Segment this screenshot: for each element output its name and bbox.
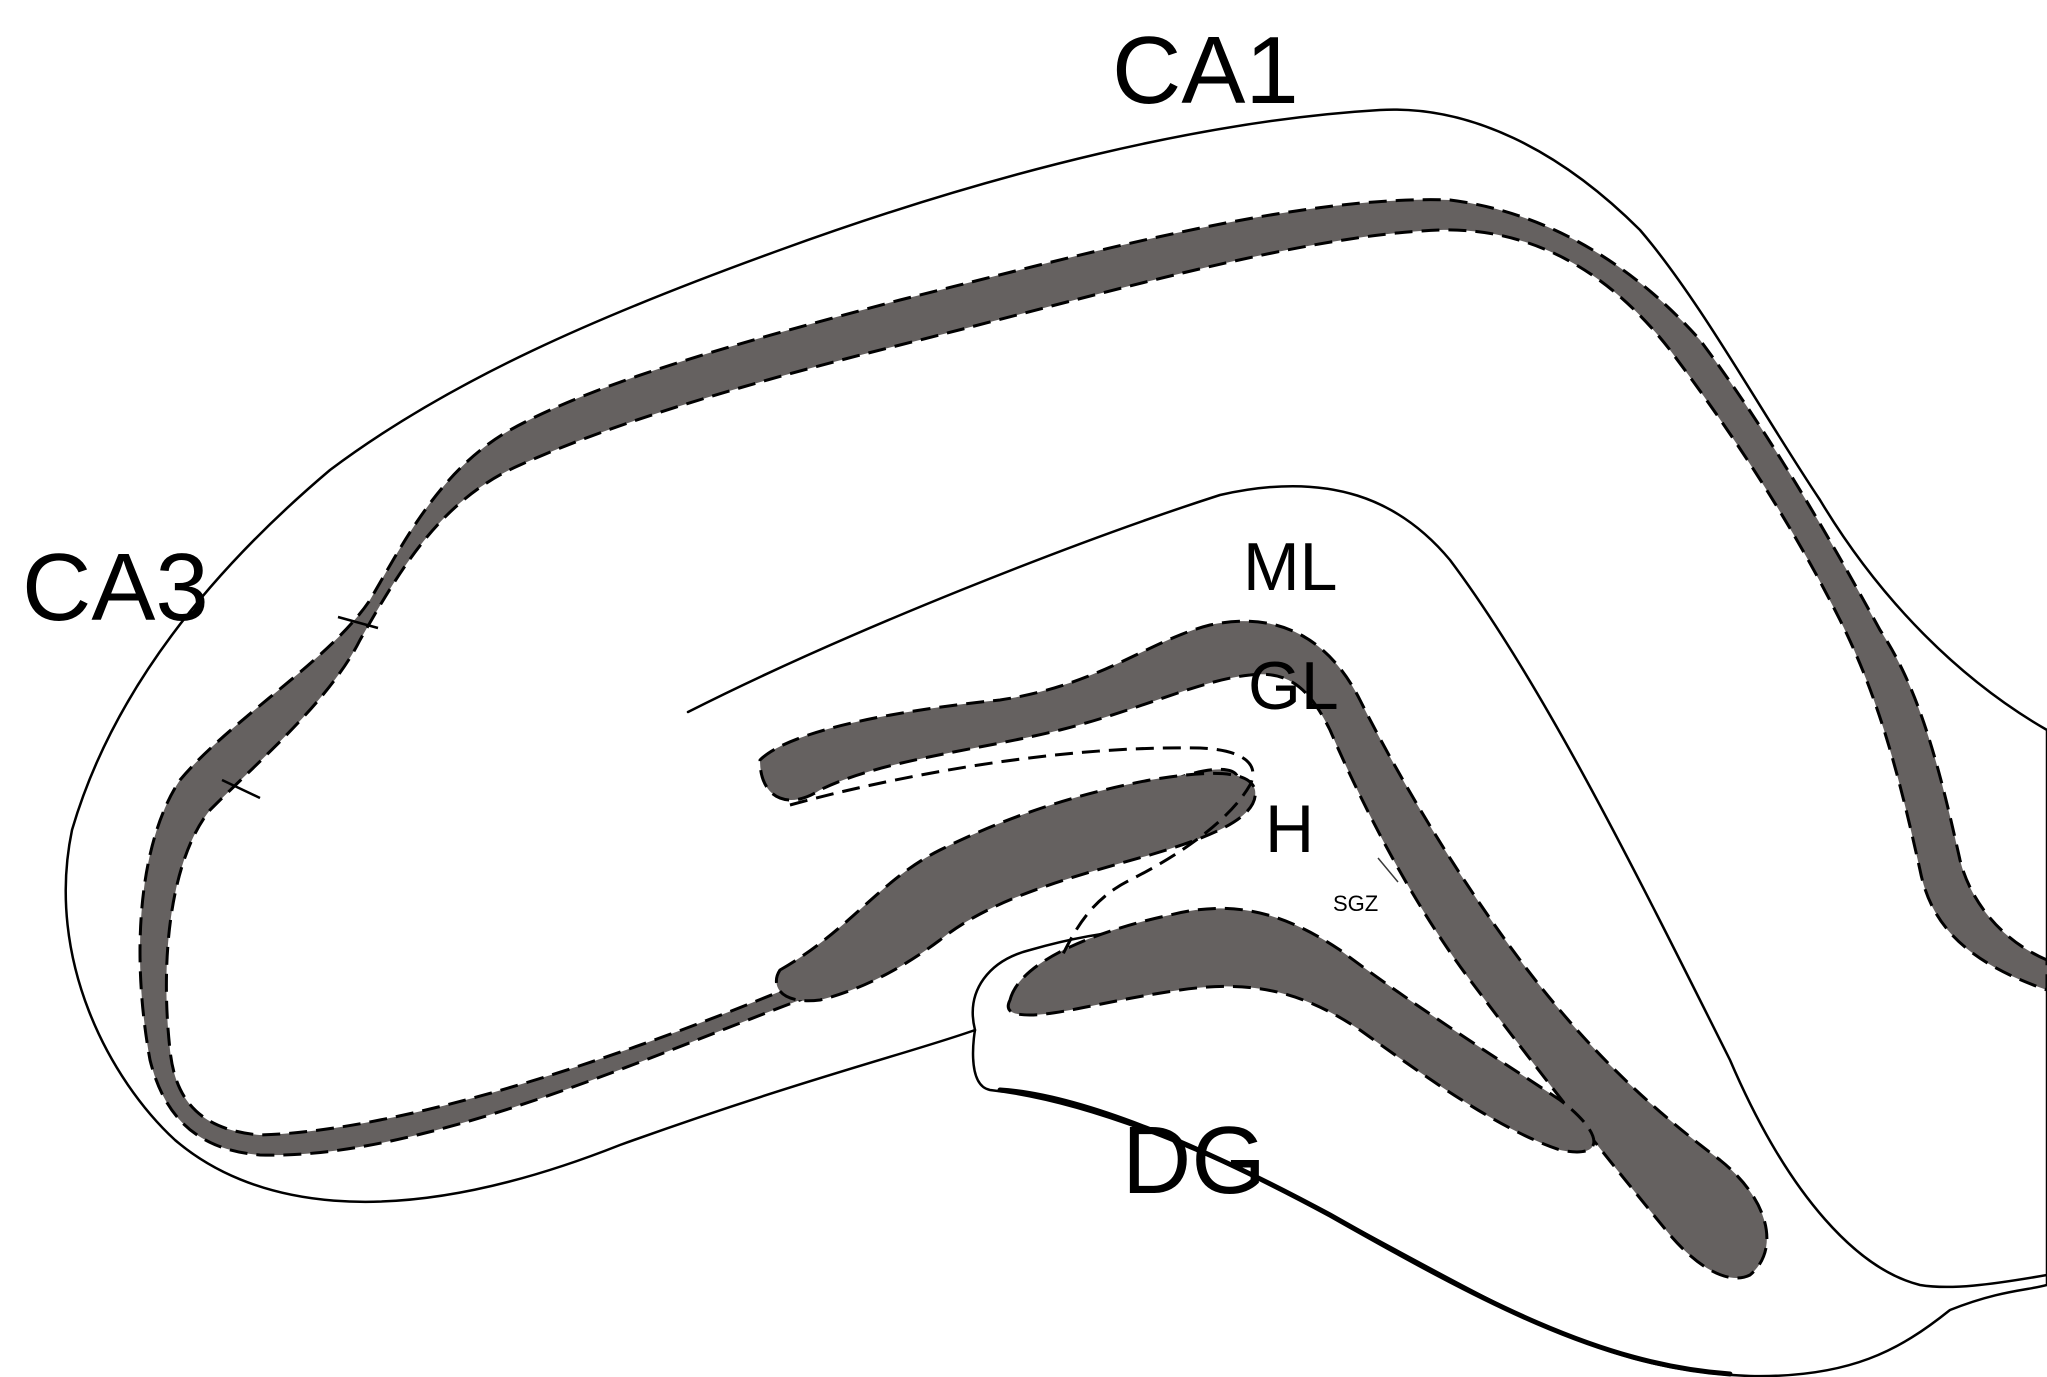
label-ca3: CA3 xyxy=(22,534,209,641)
ca3-divider-lower xyxy=(221,778,261,800)
label-dg: DG xyxy=(1122,1107,1266,1214)
dentate-gyrus-outline xyxy=(997,1087,1733,1377)
sgz-leader-line xyxy=(1377,857,1399,883)
pyramidal-cell-layer xyxy=(138,198,2047,1157)
label-ml: ML xyxy=(1243,529,1337,605)
hilus-shaded-region xyxy=(774,771,1257,1003)
label-gl: GL xyxy=(1248,648,1339,724)
ca3-divider-upper xyxy=(337,615,379,630)
hippocampal-fissure-line xyxy=(686,484,2047,1289)
granule-cell-layer-lower-blade xyxy=(1006,906,1596,1154)
hilus-dashed-outline xyxy=(789,746,1255,961)
label-h: H xyxy=(1265,791,1314,867)
granule-cell-layer-upper-blade xyxy=(758,619,1769,1280)
label-sgz: SGZ xyxy=(1333,891,1378,916)
label-ca1: CA1 xyxy=(1112,17,1299,124)
